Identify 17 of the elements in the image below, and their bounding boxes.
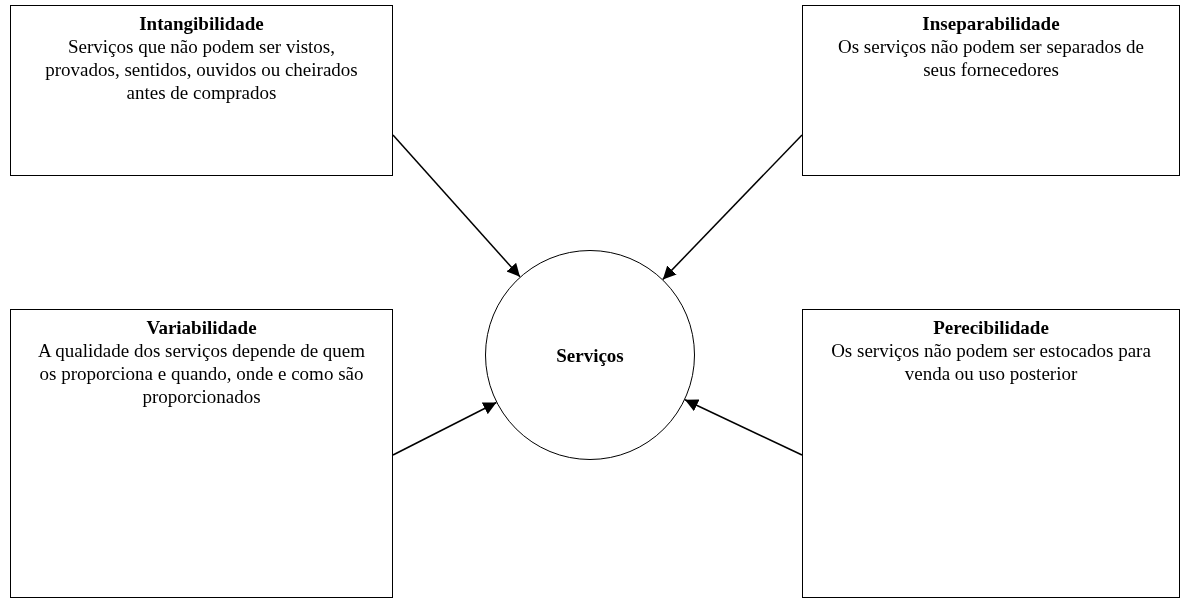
description: Os serviços não podem ser separados de seus fornecedores	[837, 35, 1145, 81]
heading: Intangibilidade	[138, 12, 265, 35]
heading: Inseparabilidade	[921, 12, 1061, 35]
arrow	[662, 134, 803, 281]
concept-box	[802, 5, 1180, 176]
concept-box	[10, 309, 393, 598]
arrow	[392, 401, 498, 456]
description: Os serviços não podem ser estocados para venda ou uso posterior	[830, 339, 1152, 385]
heading: Serviços	[556, 343, 624, 367]
heading: Variabilidade	[145, 316, 258, 339]
concept-box	[10, 5, 393, 176]
description: Serviços que não podem ser vistos, provados, sentidos, ouvidos ou cheirados antes de comprados	[44, 35, 359, 104]
arrow	[392, 134, 521, 278]
arrow	[684, 399, 803, 456]
heading: Perecibilidade	[932, 316, 1050, 339]
concept-box	[802, 309, 1180, 598]
description: A qualidade dos serviços depende de quem os proporciona e quando, onde e como são proporcionados	[36, 339, 367, 408]
